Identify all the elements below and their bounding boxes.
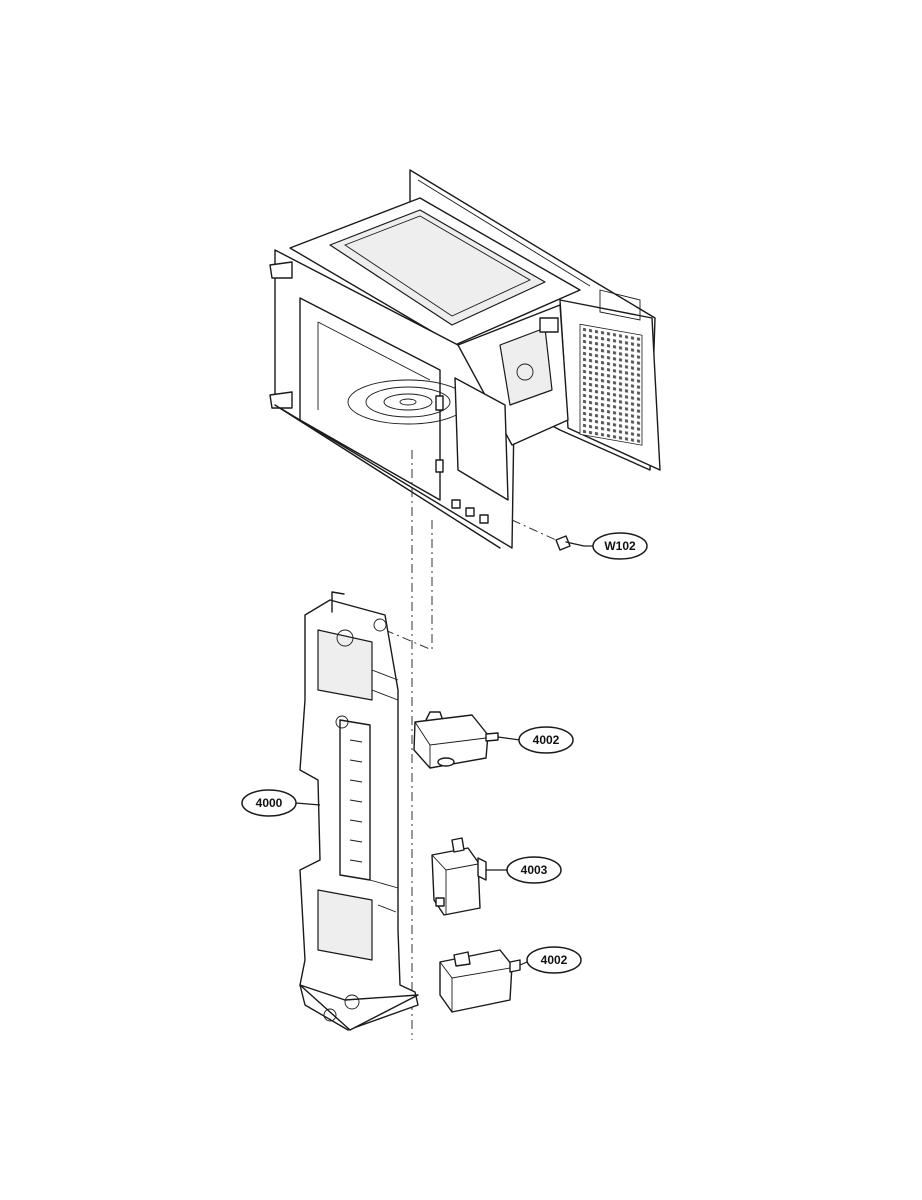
screw-w102 [511,519,585,551]
callout-w102-label: W102 [604,539,636,553]
callout-4002-lower-label: 4002 [541,953,568,967]
micro-switch-4002-upper [413,711,499,769]
callout-4002-upper: 4002 [497,726,574,754]
callout-4000: 4000 [241,789,321,817]
callout-4002-upper-label: 4002 [533,733,560,747]
callout-4002-lower: 4002 [519,946,582,974]
latch-board-4000 [299,591,419,1031]
callout-4000-label: 4000 [256,796,283,810]
micro-switch-4002-lower [439,949,521,1013]
alignment-line-3 [384,629,433,651]
callout-4003: 4003 [486,856,562,884]
callout-4003-label: 4003 [521,863,548,877]
microwave-cavity-assembly [269,169,661,549]
micro-switch-4003 [431,837,487,916]
callout-w102: W102 [584,532,648,560]
